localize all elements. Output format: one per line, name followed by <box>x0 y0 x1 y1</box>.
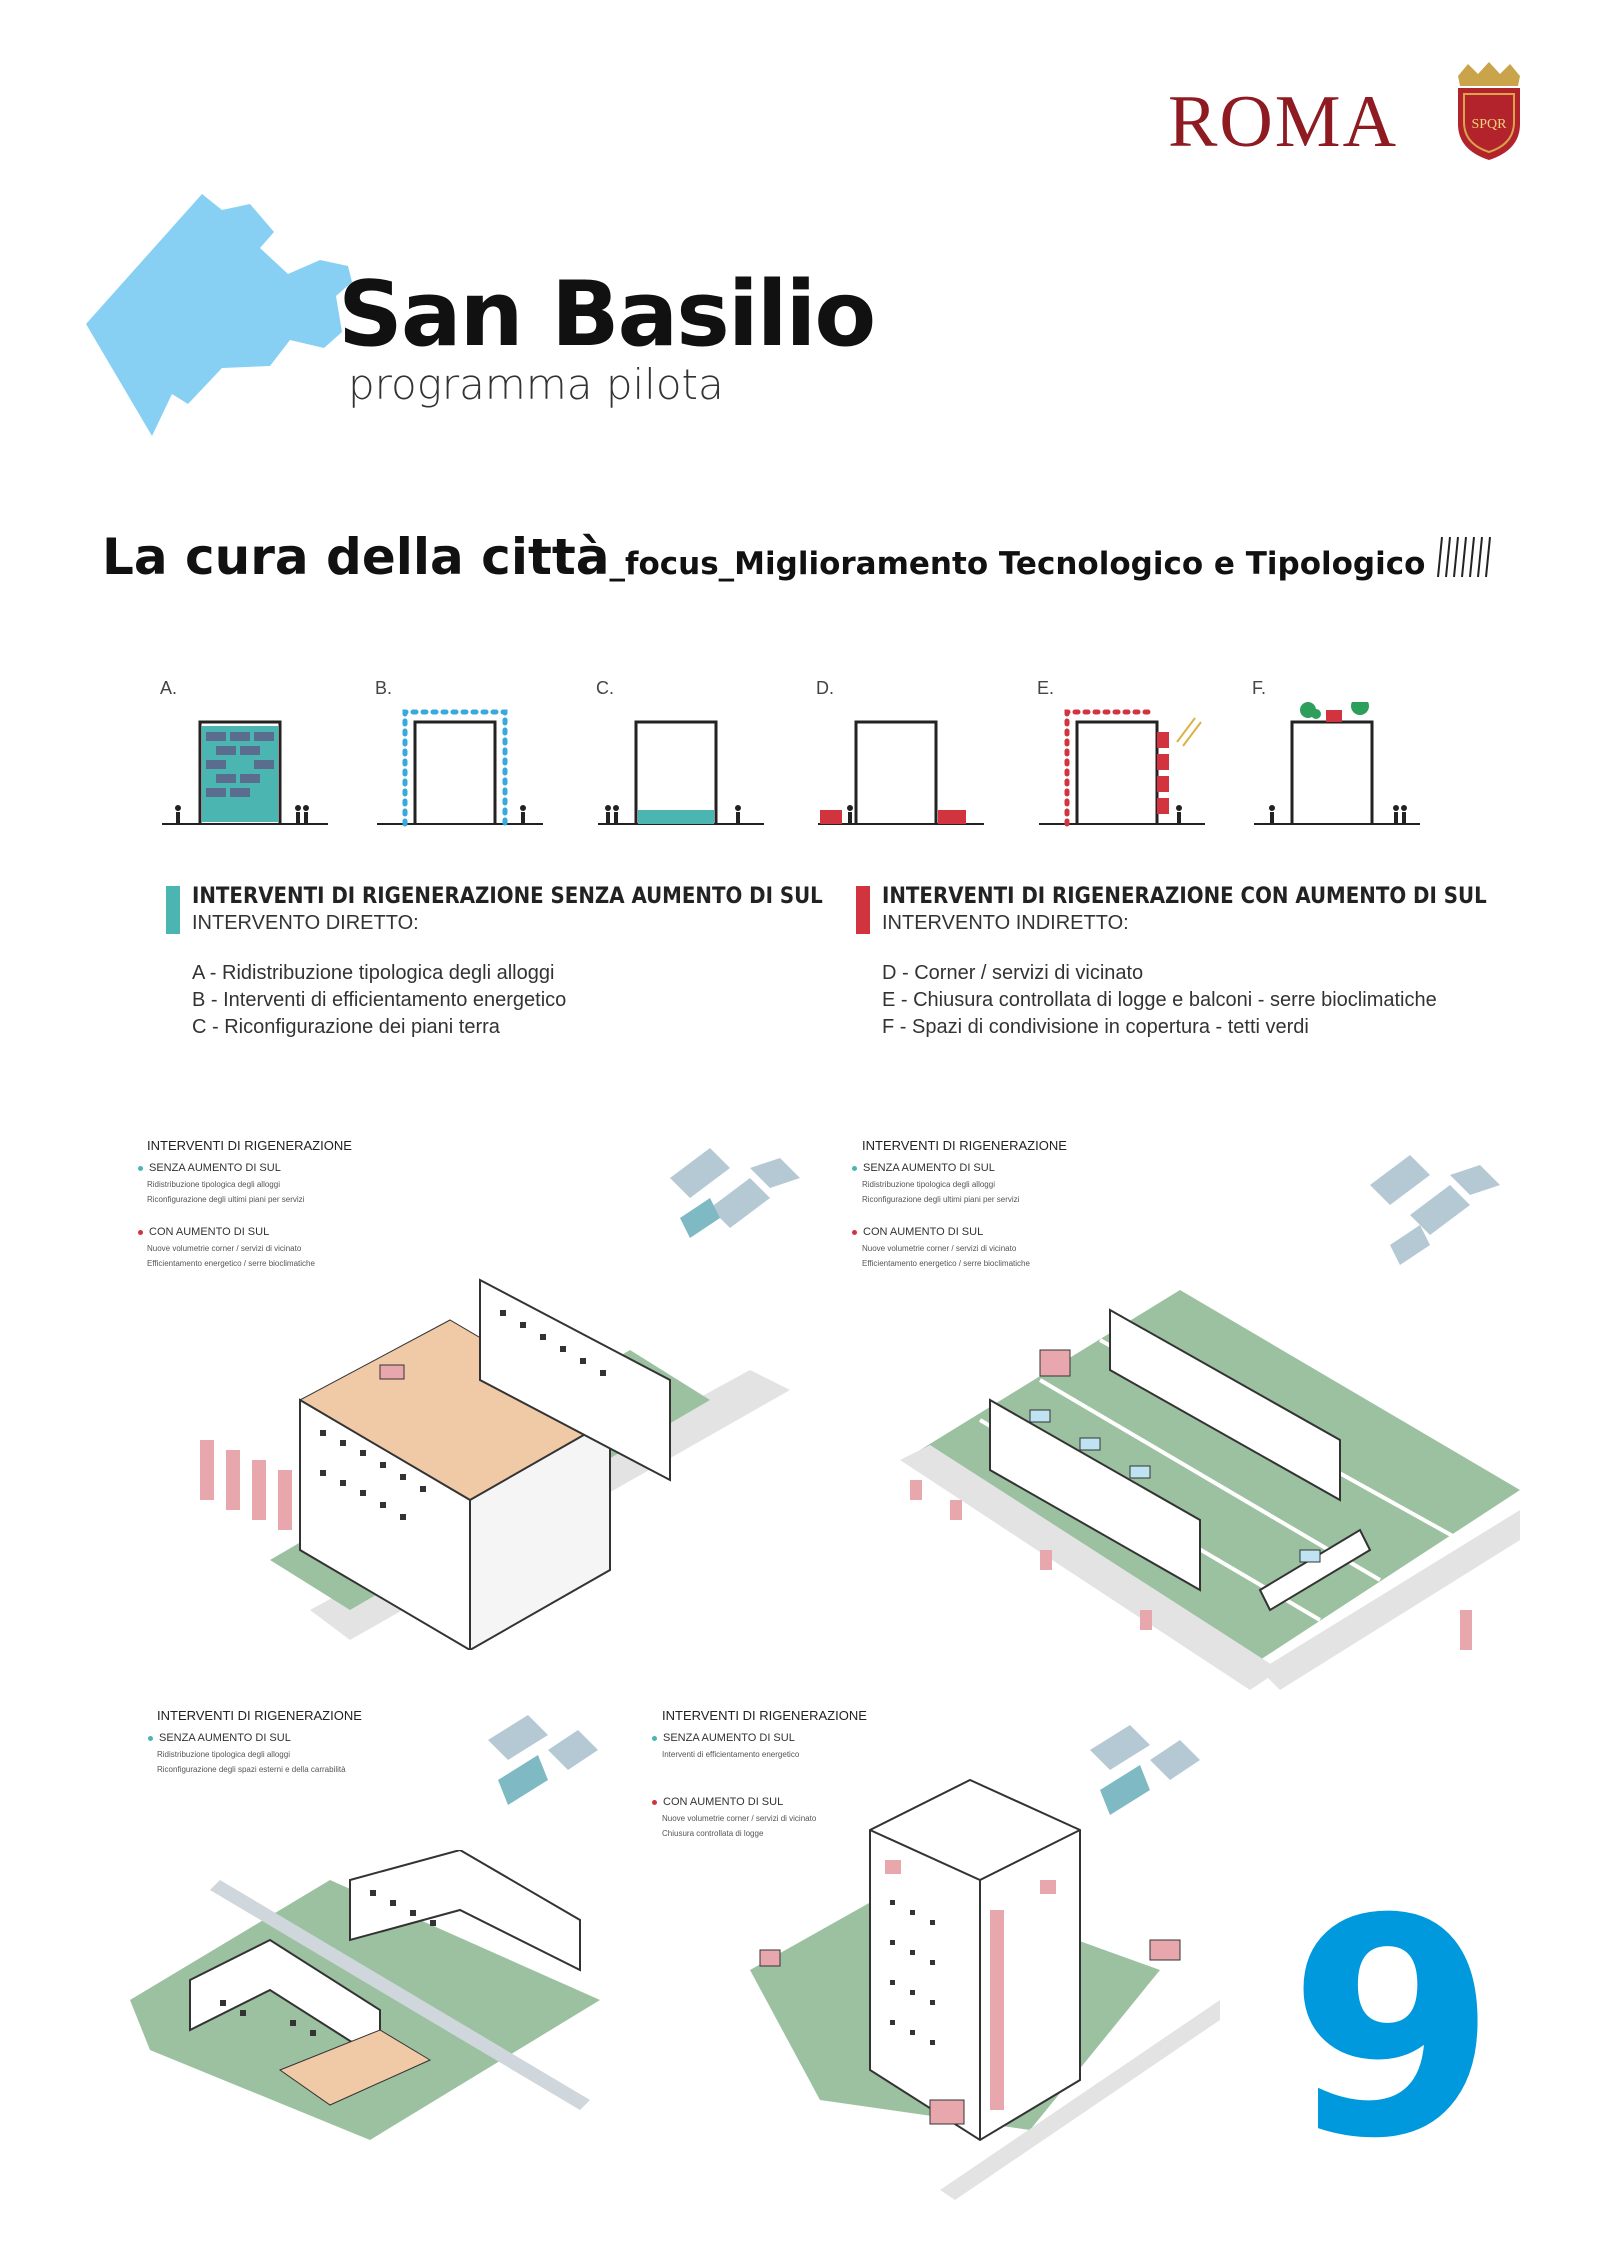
diagram-label: E. <box>1037 678 1055 698</box>
diagram-label: F. <box>1252 678 1267 698</box>
legend-teal-marker <box>166 886 180 934</box>
page-subtitle: programma pilota <box>348 360 724 409</box>
diagram-b: B. <box>375 678 545 827</box>
panel-senza-label: SENZA AUMENTO DI SUL <box>652 1732 795 1744</box>
hatch-mark-icon <box>1432 535 1496 579</box>
orientation-map-icon <box>1090 1725 1200 1815</box>
panel-detail: Riconfigurazione degli spazi esterni e d… <box>157 1765 346 1774</box>
diagram-label: A. <box>160 678 178 698</box>
panel-title: INTERVENTI DI RIGENERAZIONE <box>862 1138 1067 1153</box>
legend-item-d: D - Corner / servizi di vicinato <box>882 962 1144 984</box>
panel-detail: Nuove volumetrie corner / servizi di vic… <box>147 1244 302 1253</box>
focus-heading: La cura della città_focus_Miglioramento … <box>102 528 1425 586</box>
panel-detail: Ridistribuzione tipologica degli alloggi <box>147 1180 280 1189</box>
page-number: 9 <box>1288 1855 1497 2204</box>
panel-con-label: CON AUMENTO DI SUL <box>852 1226 983 1238</box>
diagram-e: E. <box>1037 678 1207 827</box>
legend-item-b: B - Interventi di efficientamento energe… <box>192 989 567 1011</box>
diagram-label: C. <box>596 678 614 698</box>
panel-con-label: CON AUMENTO DI SUL <box>138 1226 269 1238</box>
page-title: San Basilio <box>338 262 876 367</box>
legend-item-c: C - Riconfigurazione dei piani terra <box>192 1016 500 1038</box>
panel-senza-label: SENZA AUMENTO DI SUL <box>852 1162 995 1174</box>
axonometric-site-1 <box>200 1278 790 1650</box>
axonometric-site-2 <box>900 1290 1520 1690</box>
panel-detail: Ridistribuzione tipologica degli alloggi <box>862 1180 995 1189</box>
panel-detail: Interventi di efficientamento energetico <box>662 1750 800 1759</box>
orientation-map-icon <box>488 1715 598 1805</box>
panel-detail: Riconfigurazione degli ultimi piani per … <box>147 1195 305 1204</box>
focus-subject: _focus_Miglioramento Tecnologico e Tipol… <box>609 546 1426 582</box>
panel-detail: Riconfigurazione degli ultimi piani per … <box>862 1195 1020 1204</box>
panel-detail: Nuove volumetrie corner / servizi di vic… <box>662 1814 817 1823</box>
panel-title: INTERVENTI DI RIGENERAZIONE <box>662 1708 867 1723</box>
diagram-d: D. <box>816 678 986 825</box>
legend-red-marker <box>856 886 870 934</box>
panel-detail: Efficientamento energetico / serre biocl… <box>862 1259 1030 1268</box>
legend-right-heading: INTERVENTI DI RIGENERAZIONE CON AUMENTO … <box>882 884 1487 909</box>
orientation-map-icon <box>670 1148 800 1238</box>
legend-left-heading: INTERVENTI DI RIGENERAZIONE SENZA AUMENT… <box>192 884 823 909</box>
diagram-label: B. <box>375 678 393 698</box>
roma-logo-text: ROMA <box>1168 81 1399 163</box>
legend-item-f: F - Spazi di condivisione in copertura -… <box>882 1016 1309 1038</box>
focus-main: La cura della città <box>102 528 610 586</box>
axonometric-site-3 <box>130 1850 600 2140</box>
panel-detail: Chiusura controllata di logge <box>662 1829 764 1838</box>
orientation-map-icon <box>1370 1155 1500 1265</box>
panel-detail: Nuove volumetrie corner / servizi di vic… <box>862 1244 1017 1253</box>
roma-crest-icon: SPQR <box>1450 62 1528 162</box>
diagram-c: C. <box>596 678 766 825</box>
panel-detail: Efficientamento energetico / serre biocl… <box>147 1259 315 1268</box>
legend-item-a: A - Ridistribuzione tipologica degli all… <box>192 962 555 984</box>
panel-senza-label: SENZA AUMENTO DI SUL <box>138 1162 281 1174</box>
diagram-a: A. <box>160 678 330 825</box>
panel-title: INTERVENTI DI RIGENERAZIONE <box>147 1138 352 1153</box>
panel-title: INTERVENTI DI RIGENERAZIONE <box>157 1708 362 1723</box>
panel-con-label: CON AUMENTO DI SUL <box>652 1796 783 1808</box>
legend-right-subheading: INTERVENTO INDIRETTO: <box>882 912 1129 934</box>
axonometric-site-4 <box>750 1778 1220 2200</box>
district-map-shape <box>80 190 380 450</box>
panel-senza-label: SENZA AUMENTO DI SUL <box>148 1732 291 1744</box>
legend-item-e: E - Chiusura controllata di logge e balc… <box>882 989 1437 1011</box>
crest-text: SPQR <box>1471 117 1507 132</box>
panel-detail: Ridistribuzione tipologica degli alloggi <box>157 1750 290 1759</box>
diagram-label: D. <box>816 678 834 698</box>
diagram-f: F. <box>1252 678 1422 825</box>
legend-left-subheading: INTERVENTO DIRETTO: <box>192 912 419 934</box>
